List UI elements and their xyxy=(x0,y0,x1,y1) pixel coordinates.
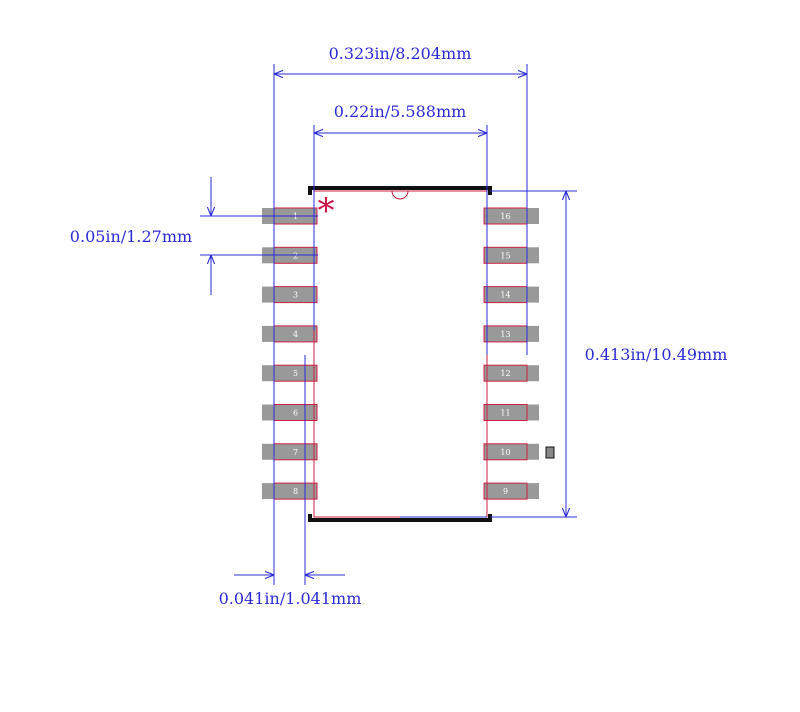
pin-number-label: 3 xyxy=(293,291,298,300)
dimension-body-width xyxy=(313,125,488,355)
pin1-marker: * xyxy=(318,191,335,231)
pad-3: 3 xyxy=(262,286,318,304)
pad-copper xyxy=(484,325,539,342)
pad-9: 9 xyxy=(483,482,539,500)
body-length-label: 0.413in/10.49mm xyxy=(585,345,728,364)
dimension-pad-width xyxy=(234,355,345,585)
pad-outline xyxy=(483,364,528,382)
pin-number-label: 15 xyxy=(500,251,510,260)
pad-copper xyxy=(262,365,317,382)
pad-copper xyxy=(484,443,539,460)
fiducial-square xyxy=(545,446,555,459)
pad-7: 7 xyxy=(262,443,318,461)
pad-copper xyxy=(262,443,317,460)
pin-number-label: 9 xyxy=(503,487,508,496)
package-body-outline xyxy=(313,190,488,518)
pad-11: 11 xyxy=(483,404,539,421)
dimension-overall-width xyxy=(273,64,528,585)
pin-number-label: 16 xyxy=(500,212,510,221)
pad-16: 16 xyxy=(483,207,539,225)
pad-13: 13 xyxy=(483,325,539,343)
pin-number-label: 7 xyxy=(293,448,298,457)
pin-number-label: 4 xyxy=(293,330,298,339)
pad-copper xyxy=(484,483,539,500)
pad-outline xyxy=(483,404,528,421)
silkscreen-outline xyxy=(308,186,492,522)
pad-12: 12 xyxy=(483,364,539,382)
dimension-pitch xyxy=(200,177,318,295)
body-width-label: 0.22in/5.588mm xyxy=(334,102,467,121)
pad-8: 8 xyxy=(262,482,318,500)
pad-6: 6 xyxy=(262,404,318,421)
pad-width-label: 0.041in/1.041mm xyxy=(219,589,362,608)
pad-copper xyxy=(262,404,317,421)
pin-number-label: 2 xyxy=(293,251,298,260)
pad-14: 14 xyxy=(483,286,539,304)
pin-number-label: 10 xyxy=(500,448,510,457)
overall-width-label: 0.323in/8.204mm xyxy=(329,44,472,63)
pin1-notch xyxy=(391,190,409,200)
pad-copper xyxy=(262,483,317,500)
pad-copper xyxy=(262,325,317,342)
pad-15: 15 xyxy=(483,246,539,264)
pad-copper xyxy=(262,286,317,303)
pad-outline xyxy=(483,482,528,500)
pad-copper xyxy=(484,247,539,264)
pad-10: 10 xyxy=(483,443,539,461)
pitch-label: 0.05in/1.27mm xyxy=(70,227,192,246)
pad-copper xyxy=(484,404,539,421)
pin-number-label: 14 xyxy=(500,291,510,300)
pad-5: 5 xyxy=(262,364,318,382)
pad-copper xyxy=(484,286,539,303)
pin-number-label: 13 xyxy=(500,330,510,339)
pin-number-label: 8 xyxy=(293,487,298,496)
pad-4: 4 xyxy=(262,325,318,343)
pad-outline xyxy=(483,443,528,461)
pin-number-label: 5 xyxy=(293,369,298,378)
dimension-body-length xyxy=(490,190,577,518)
pin-number-label: 11 xyxy=(500,409,510,418)
pin-number-label: 12 xyxy=(500,369,510,378)
pad-copper xyxy=(484,208,539,224)
pad-copper xyxy=(484,365,539,382)
pin-number-label: 6 xyxy=(293,409,298,418)
